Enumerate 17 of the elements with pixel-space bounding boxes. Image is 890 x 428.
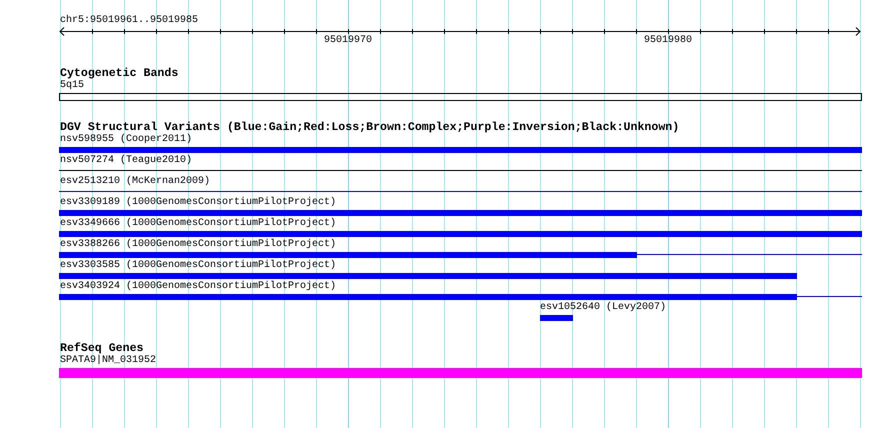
tick-label: 95019980	[644, 35, 692, 47]
track-heading: DGV Structural Variants (Blue:Gain;Red:Loss;Brown:Complex;Purple:Inversion;Black:Unknown)	[60, 121, 680, 134]
variant-label: esv3309189 (1000GenomesConsortiumPilotProject)	[60, 197, 336, 209]
variant-label: esv3303585 (1000GenomesConsortiumPilotProject)	[60, 260, 336, 272]
gene-label: SPATA9|NM_031952	[60, 355, 156, 367]
band-label: 5q15	[60, 80, 84, 92]
ruler-title: chr5:95019961..95019985	[60, 15, 198, 27]
variant-label: nsv507274 (Teague2010)	[60, 155, 192, 167]
variant-label: esv3349666 (1000GenomesConsortiumPilotProject)	[60, 218, 336, 230]
variant-label: nsv598955 (Cooper2011)	[60, 134, 192, 146]
variant-label: esv3388266 (1000GenomesConsortiumPilotProject)	[60, 239, 336, 251]
variant-label: esv3403924 (1000GenomesConsortiumPilotProject)	[60, 281, 336, 293]
track-heading: RefSeq Genes	[60, 342, 144, 355]
variant-label: esv1052640 (Levy2007)	[540, 302, 666, 314]
track-heading: Cytogenetic Bands	[60, 67, 178, 80]
tick-label: 95019970	[324, 35, 372, 47]
variant-label: esv2513210 (McKernan2009)	[60, 176, 210, 188]
